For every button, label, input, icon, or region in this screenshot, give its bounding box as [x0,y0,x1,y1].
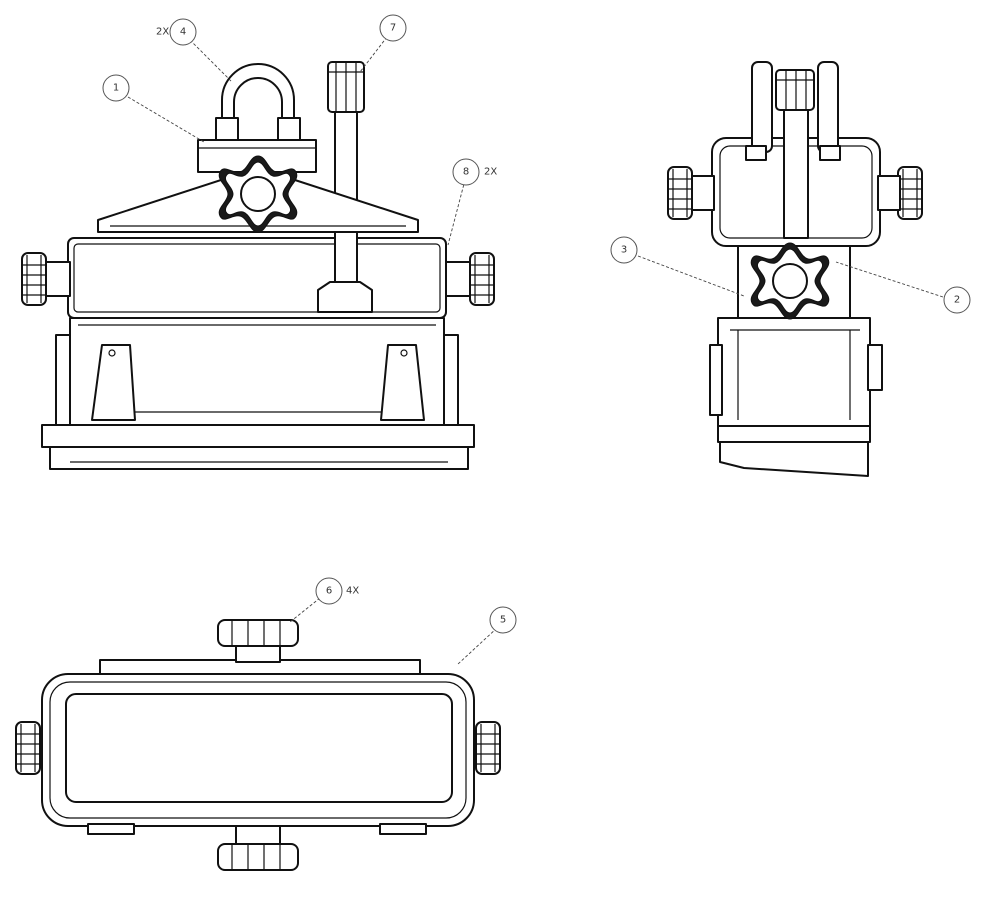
callout-8-number: 8 [463,167,469,178]
callout-7-number: 7 [390,23,396,34]
callout-7: 7 [379,14,407,42]
callout-4-quantity: 2X [156,27,169,38]
callout-3: 3 [610,236,638,264]
callout-6-quantity: 4X [346,586,359,597]
callout-6: 6 4X [315,577,359,605]
callout-4: 2X 4 [156,18,197,46]
top-view [15,619,501,871]
callout-4-number: 4 [180,27,186,38]
callout-3-number: 3 [621,245,627,256]
callout-5: 5 [489,606,517,634]
leader-lines [127,36,944,665]
side-view [667,61,923,477]
callout-1: 1 [102,74,130,102]
callout-2: 2 [943,286,971,314]
callout-6-number: 6 [326,586,332,597]
front-view [21,61,495,470]
callout-8: 8 2X [452,158,497,186]
callout-8-quantity: 2X [484,167,497,178]
callout-5-number: 5 [500,615,506,626]
callout-2-number: 2 [954,295,960,306]
callout-1-number: 1 [113,83,119,94]
